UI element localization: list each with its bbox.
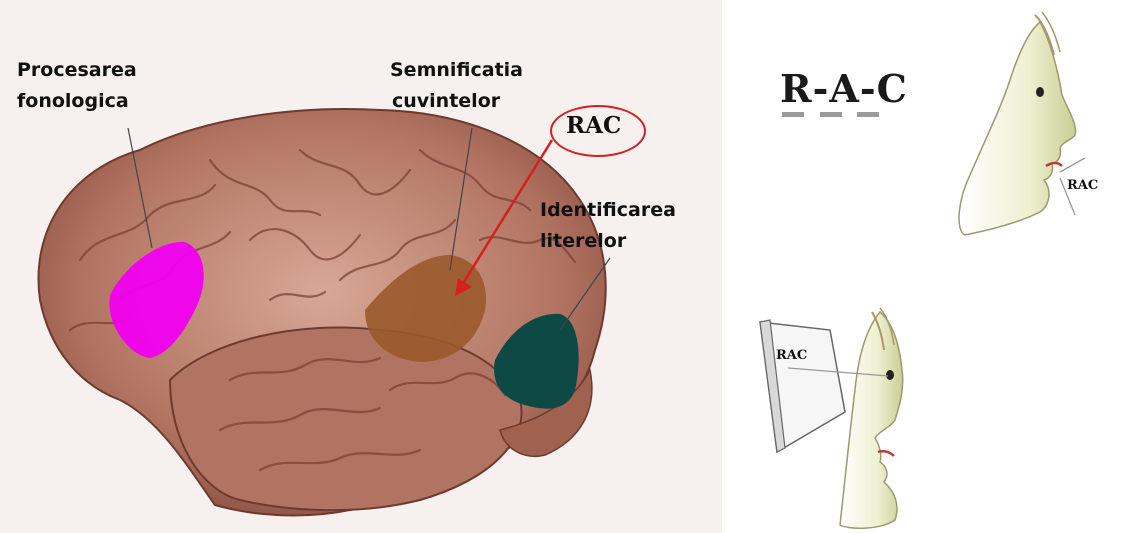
speaking-mouth: [1046, 163, 1062, 166]
speaking-rac-label: RAC: [1067, 178, 1098, 193]
reading-eye: [886, 370, 894, 380]
title-underline: [782, 112, 879, 117]
page-title: R-A-C: [780, 66, 908, 111]
reading-rac-label: RAC: [776, 348, 807, 363]
book-icon: [760, 320, 845, 452]
reading-face: [840, 308, 903, 528]
speaking-face: [959, 12, 1085, 235]
speech-line-1: [1060, 158, 1085, 172]
speaking-eye: [1036, 87, 1044, 97]
